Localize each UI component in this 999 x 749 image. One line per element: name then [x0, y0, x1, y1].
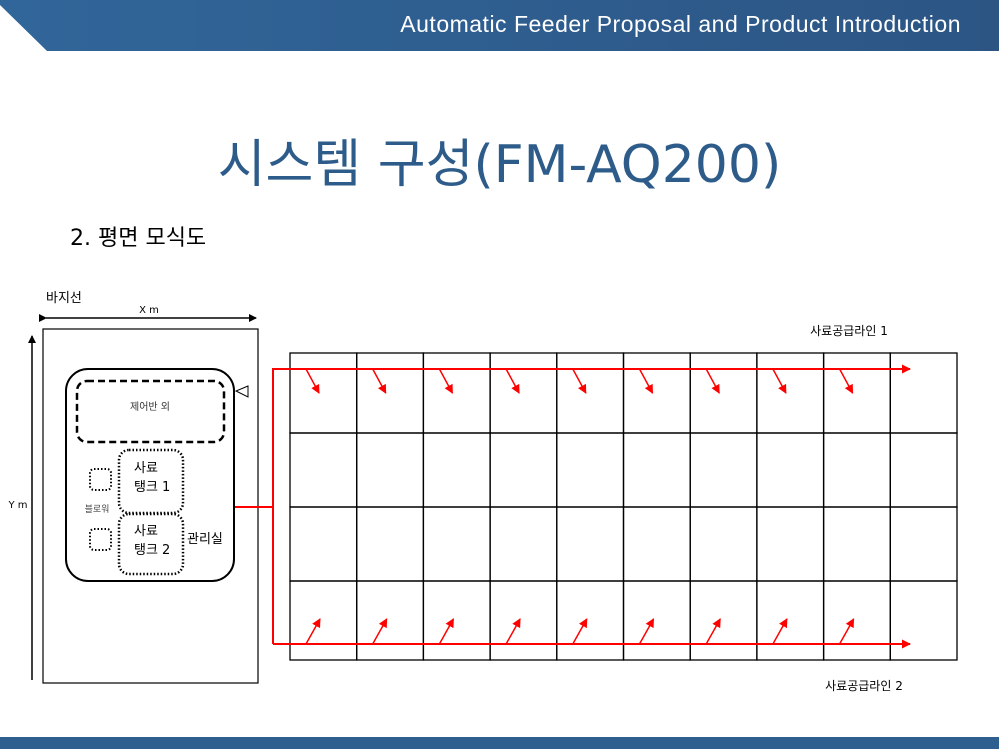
blower-2: [89, 528, 112, 551]
cage-cell: [689, 352, 758, 434]
feed-branch-arrow-line1: [772, 368, 787, 394]
cage-cell: [689, 506, 758, 582]
cage-cell: [489, 352, 558, 434]
cage-cell: [622, 506, 691, 582]
cage-cell: [822, 506, 891, 582]
control-panel-label: 제어반 외: [130, 401, 170, 413]
cage-cell: [489, 580, 558, 661]
footer-bar: [0, 737, 999, 749]
cage-cell: [689, 580, 758, 661]
cage-cell: [889, 432, 958, 508]
tank2-label-line1: 사료: [134, 524, 158, 539]
feed-branch-arrow-line1: [638, 368, 654, 394]
cage-cell: [889, 506, 958, 582]
control-room-outline: [65, 368, 235, 582]
cage-cell: [689, 432, 758, 508]
cage-cell: [489, 506, 558, 582]
feed-branch-arrow-line1: [372, 368, 387, 394]
cage-cell: [756, 580, 825, 661]
cage-cell: [356, 506, 425, 582]
feed-line-1-label: 사료공급라인 1: [810, 324, 888, 338]
cage-cell: [622, 352, 691, 434]
feed-lines: [235, 364, 911, 649]
cage-cell: [289, 580, 358, 661]
feed-branch-arrow-line2: [638, 618, 655, 645]
cage-cell: [489, 432, 558, 508]
feed-line-2-label: 사료공급라인 2: [825, 679, 903, 693]
cage-cell: [822, 352, 891, 434]
feed-branch-arrow-line2: [838, 618, 855, 645]
cage-cell: [556, 352, 625, 434]
header-banner: [0, 0, 999, 51]
feed-branch-arrow-line2: [372, 618, 388, 645]
cage-cell: [556, 432, 625, 508]
tank2-label-line2: 탱크 2: [134, 543, 170, 558]
feed-tank-2: [117, 512, 185, 576]
feed-branch-arrow-line1: [438, 368, 454, 394]
feed-branch-arrow-line1: [305, 368, 320, 394]
x-dimension-label: X m: [139, 305, 159, 316]
control-room-label: 관리실: [187, 532, 223, 547]
cage-cell: [422, 352, 491, 434]
header-title: Automatic Feeder Proposal and Product In…: [400, 11, 961, 37]
cage-cell: [289, 432, 358, 508]
feed-branch-arrow-line2: [705, 618, 721, 645]
cage-cell: [422, 432, 491, 508]
barge-label: 바지선: [46, 291, 82, 306]
cage-cell: [756, 352, 825, 434]
feed-line-1: [272, 364, 911, 644]
cage-cell: [889, 580, 958, 661]
feed-branch-arrow-line2: [438, 618, 455, 645]
feed-branch-arrow-line2: [305, 618, 321, 645]
cage-cell: [756, 506, 825, 582]
feed-branch-arrow-line2: [572, 618, 588, 645]
cage-grid: [289, 352, 958, 661]
feed-branch-arrow-line1: [705, 368, 720, 394]
blower-1: [89, 468, 112, 491]
cage-cell: [556, 580, 625, 661]
cage-cell: [289, 506, 358, 582]
y-dimension-label: Y m: [7, 500, 27, 511]
cage-cell: [356, 580, 425, 661]
cage-cell: [889, 352, 958, 434]
cage-cell: [622, 580, 691, 661]
cage-cell: [622, 432, 691, 508]
cage-cell: [422, 580, 491, 661]
cage-cell: [356, 432, 425, 508]
cage-cell: [556, 506, 625, 582]
feed-branch-arrow-line2: [505, 618, 521, 645]
feed-branch-arrow-line2: [772, 618, 788, 645]
barge-outline: [42, 328, 259, 684]
tank1-label-line1: 사료: [134, 461, 158, 476]
cage-cell: [356, 352, 425, 434]
cage-cell: [422, 506, 491, 582]
door-icon: [234, 385, 249, 398]
feed-branch-arrow-line1: [505, 368, 520, 394]
cage-cell: [822, 432, 891, 508]
cage-cell: [822, 580, 891, 661]
slide-title: 시스템 구성(FM-AQ200): [217, 135, 782, 195]
feed-branch-arrow-line1: [572, 368, 587, 394]
cage-cell: [289, 352, 358, 434]
feed-branch-arrow-line1: [838, 368, 854, 394]
slide-subtitle: 2. 평면 모식도: [70, 226, 207, 251]
blower-label: 블로워: [85, 504, 110, 515]
tank1-label-line2: 탱크 1: [134, 480, 170, 495]
cage-cell: [756, 432, 825, 508]
